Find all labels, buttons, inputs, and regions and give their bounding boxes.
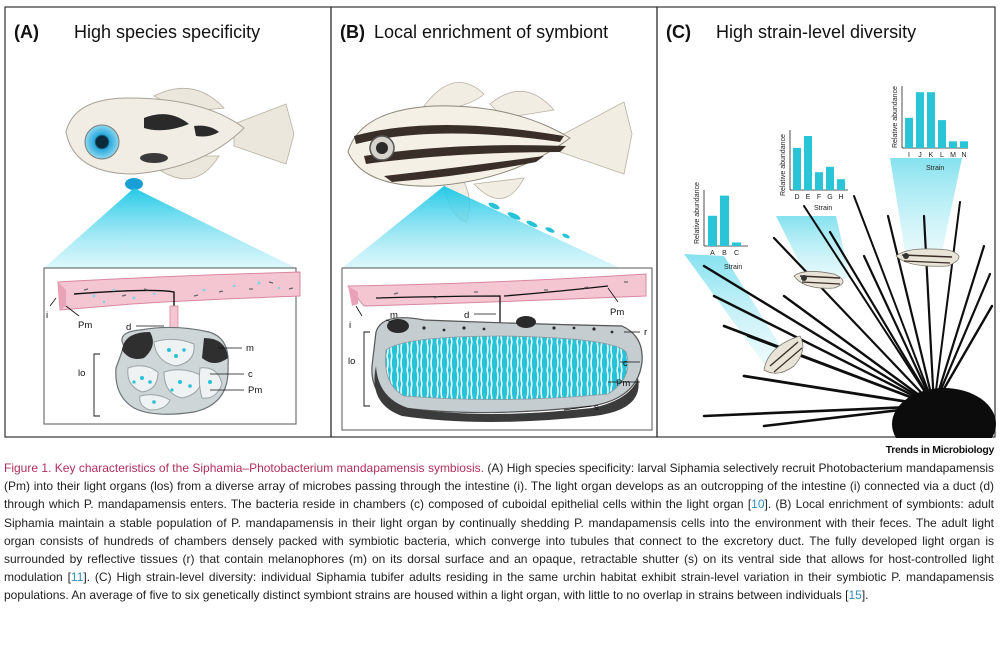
beam-c-3 xyxy=(890,158,962,262)
bar-L xyxy=(938,120,946,148)
panel-c-frame xyxy=(656,6,996,438)
label-b-lo: lo xyxy=(348,356,355,367)
chart-2-ylabel: Relative abundance xyxy=(780,134,787,196)
panel-a-letter: (A) xyxy=(14,22,39,42)
bar-G xyxy=(826,166,834,190)
caption-body-4: ]. xyxy=(861,588,869,603)
caption-body-2: ]. (B) Local enrichment of symbionts: ad… xyxy=(4,497,994,585)
label-b-c: c xyxy=(623,358,628,369)
citation-link-1[interactable]: 10 xyxy=(751,497,765,512)
bar-F xyxy=(815,172,823,190)
tick-label-H: H xyxy=(838,194,843,201)
beam-c-1 xyxy=(684,254,788,364)
tick-label-K: K xyxy=(929,152,934,159)
tick-label-E: E xyxy=(806,194,811,201)
adult-light-organ-diagram: i m d Pm r lo c Pm s xyxy=(341,267,653,431)
panel-b-title: Local enrichment of symbiont xyxy=(374,22,608,42)
citation-link-3[interactable]: 15 xyxy=(848,588,862,603)
tick-label-M: M xyxy=(950,152,956,159)
tick-label-J: J xyxy=(918,152,922,159)
label-a-i: i xyxy=(46,310,48,321)
tick-label-A: A xyxy=(710,250,715,257)
chart-1-ylabel: Relative abundance xyxy=(694,182,701,244)
panel-a-title: High species specificity xyxy=(74,22,260,42)
bar-K xyxy=(927,92,935,148)
label-b-s: s xyxy=(594,402,599,413)
label-a-pm1: Pm xyxy=(78,320,92,331)
bar-J xyxy=(916,92,924,148)
light-beam-a xyxy=(44,188,296,268)
figure-caption: Figure 1. Key characteristics of the Sip… xyxy=(4,459,994,605)
chart-1-xlabel: Strain xyxy=(724,264,742,271)
label-a-c: c xyxy=(248,369,253,380)
label-b-m: m xyxy=(390,310,398,321)
tick-label-G: G xyxy=(827,194,832,201)
bar-H xyxy=(837,179,845,190)
label-b-pm1: Pm xyxy=(610,307,624,318)
tick-label-I: I xyxy=(908,152,910,159)
bar-A xyxy=(708,215,717,246)
bar-M xyxy=(949,141,957,148)
panel-b-letter: (B) xyxy=(340,22,365,42)
larval-light-organ-diagram: i Pm d m lo c Pm xyxy=(43,267,301,425)
larval-fish-illustration xyxy=(65,87,295,190)
tick-label-F: F xyxy=(817,194,821,201)
bar-D xyxy=(793,147,801,190)
bar-I xyxy=(905,117,913,148)
label-a-m: m xyxy=(246,343,254,354)
caption-body-1: (A) High species specificity: larval Sip… xyxy=(4,461,994,512)
label-a-pm2: Pm xyxy=(248,385,262,396)
tick-label-B: B xyxy=(722,250,727,257)
caption-title: Figure 1. Key characteristics of the Sip… xyxy=(4,461,484,475)
adult-fish-illustration xyxy=(347,82,633,239)
journal-name: Trends in Microbiology xyxy=(885,444,995,456)
light-beam-b xyxy=(342,186,620,268)
chart-2-xlabel: Strain xyxy=(814,205,832,212)
label-a-d: d xyxy=(126,322,131,333)
label-b-pm2: Pm xyxy=(616,378,630,389)
figure: (A) High species specificity (B) Local e… xyxy=(4,6,996,438)
panel-c-title: High strain-level diversity xyxy=(716,22,916,42)
label-b-d: d xyxy=(464,310,469,321)
label-b-r: r xyxy=(644,327,647,338)
label-b-i: i xyxy=(349,320,351,331)
chart-3-xlabel: Strain xyxy=(926,165,944,172)
tick-label-N: N xyxy=(961,152,966,159)
tick-label-D: D xyxy=(794,194,799,201)
bar-E xyxy=(804,136,812,190)
label-a-lo: lo xyxy=(78,368,85,379)
urchin-habitat-illustration xyxy=(684,158,996,438)
tick-label-C: C xyxy=(734,250,739,257)
bar-N xyxy=(960,141,968,148)
citation-link-2[interactable]: 11 xyxy=(70,570,84,585)
bar-C xyxy=(732,242,741,246)
tick-label-L: L xyxy=(940,152,944,159)
bar-B xyxy=(720,195,729,246)
panel-c-letter: (C) xyxy=(666,22,691,42)
chart-3-ylabel: Relative abundance xyxy=(892,86,899,148)
caption-body-3: ]. (C) High strain-level diversity: indi… xyxy=(4,570,995,603)
